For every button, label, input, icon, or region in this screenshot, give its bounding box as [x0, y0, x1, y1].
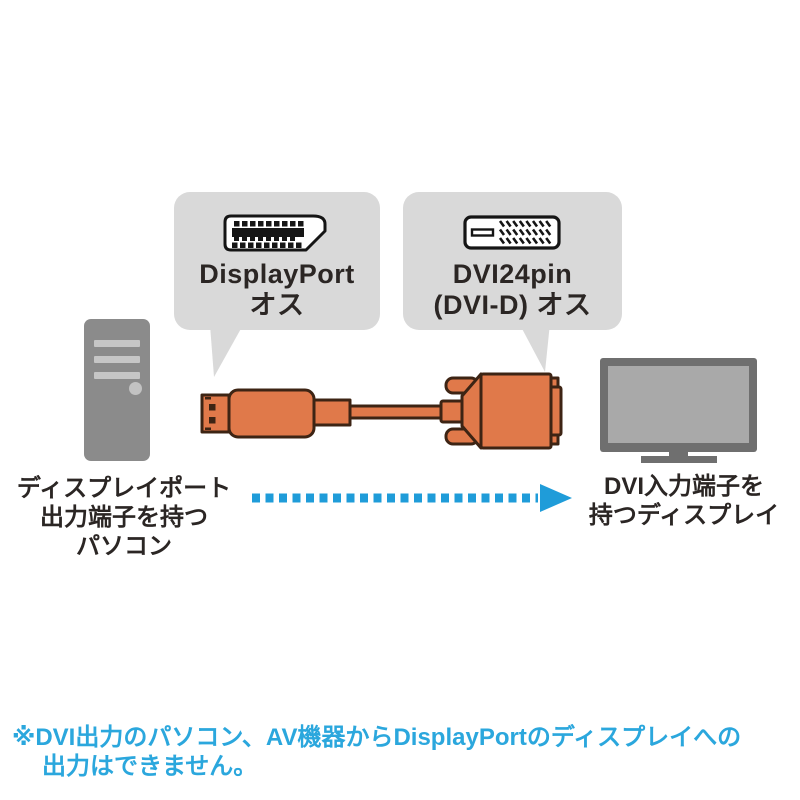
callout-dvi-tail	[519, 323, 550, 372]
callout-displayport-line2: オス	[249, 290, 305, 320]
footnote-line2: 出力はできません。	[42, 753, 258, 780]
flow-arrow-right	[252, 484, 572, 512]
tower-power-button	[129, 382, 142, 395]
target-device-label: DVI入力端子を 持つディスプレイ	[588, 473, 780, 529]
footnote-line1: ※DVI出力のパソコン、AV機器からDisplayPortのディスプレイへの	[12, 724, 742, 751]
callout-displayport-line1: DisplayPort	[199, 259, 355, 289]
callout-dvi-line1: DVI24pin	[452, 259, 573, 289]
displayport-to-dvi-cable	[200, 372, 563, 450]
pc-tower-icon	[84, 319, 150, 461]
tower-vent-slot	[94, 372, 140, 379]
callout-dvi: DVI24pin (DVI-D) オス	[403, 192, 622, 330]
callout-displayport-tail	[210, 325, 243, 377]
tower-vent-slot	[94, 340, 140, 347]
footnote-warning: ※DVI出力のパソコン、AV機器からDisplayPortのディスプレイへの 出…	[12, 723, 792, 781]
callout-dvi-line2: (DVI-D) オス	[433, 290, 592, 320]
tower-vent-slot	[94, 356, 140, 363]
display-monitor-icon	[600, 358, 757, 463]
displayport-connector-icon	[221, 212, 333, 254]
source-device-label: ディスプレイポート 出力端子を持つ パソコン	[16, 475, 232, 560]
dvi-connector-icon	[462, 212, 563, 254]
callout-displayport: DisplayPort オス	[174, 192, 380, 330]
